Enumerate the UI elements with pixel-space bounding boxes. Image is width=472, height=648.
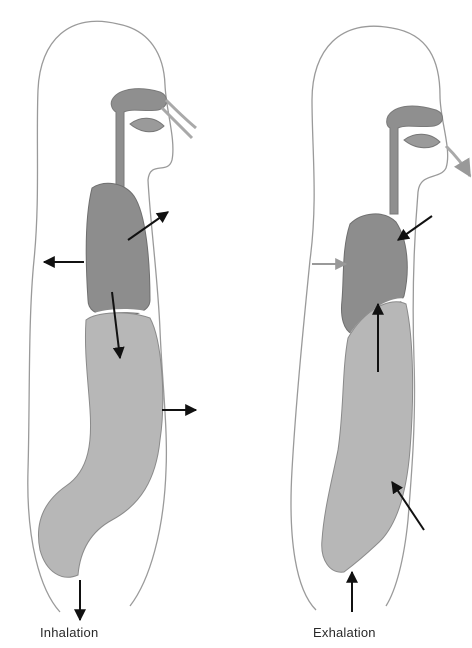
inhalation-mouth <box>130 118 164 132</box>
exhalation-caption: Exhalation <box>313 625 376 640</box>
exhalation-mouth <box>404 134 440 148</box>
inhalation-abdomen <box>38 313 162 577</box>
inhalation-caption: Inhalation <box>40 625 98 640</box>
inhalation-figure <box>28 21 196 620</box>
exhalation-nasal-cavity <box>387 106 443 214</box>
inhalation-nasal-cavity <box>111 89 166 190</box>
exhalation-abdomen <box>322 302 413 572</box>
inhalation-lung <box>86 183 150 316</box>
exhalation-airflow <box>446 146 470 176</box>
exhalation-figure <box>291 26 470 612</box>
